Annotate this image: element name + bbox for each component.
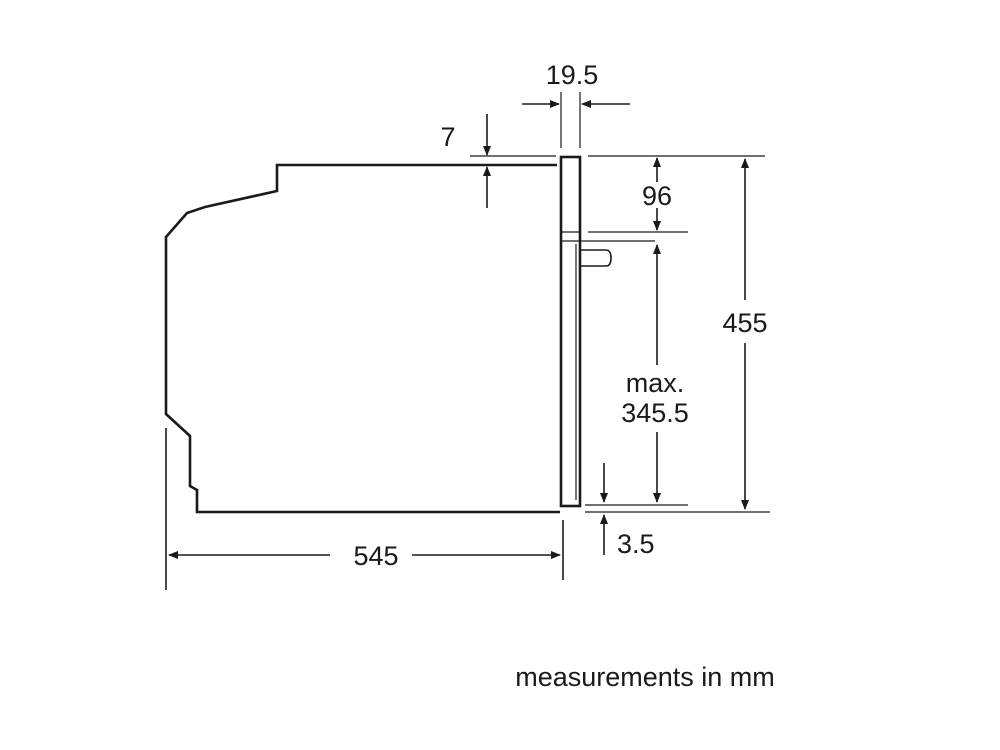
door-handle [580, 249, 612, 267]
depth-label: 545 [353, 541, 398, 571]
total-height-label: 455 [722, 308, 767, 338]
top-offset-label: 7 [440, 122, 455, 152]
bottom-offset-label: 3.5 [617, 529, 655, 559]
opening-height-label: 345.5 [621, 398, 689, 428]
front-panel-label: 19.5 [546, 60, 599, 90]
oven-body-outline [164, 163, 560, 514]
oven-front-panel [559, 155, 582, 508]
control-height-label: 96 [642, 181, 672, 211]
opening-height-prefix: max. [626, 368, 685, 398]
units-note: measurements in mm [515, 662, 775, 692]
